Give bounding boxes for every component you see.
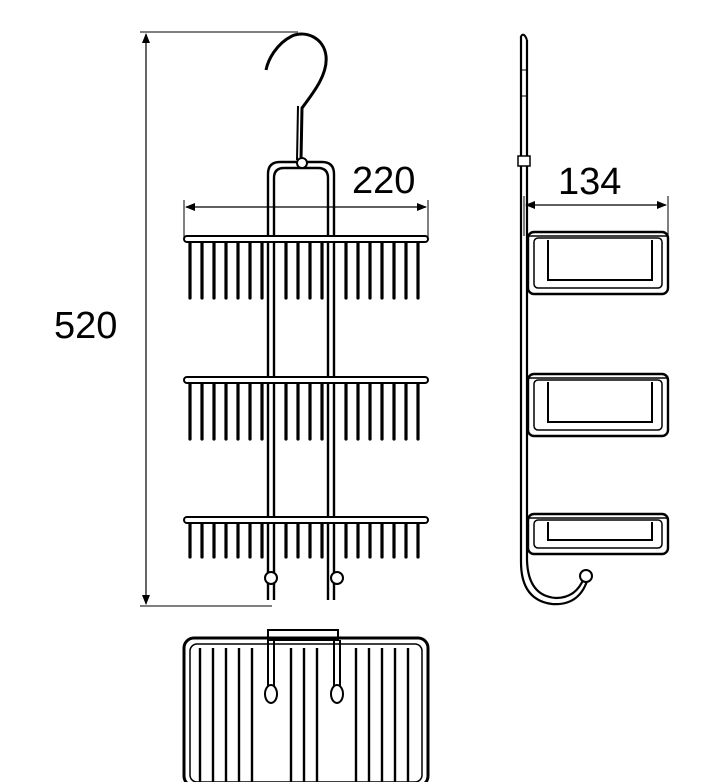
side-shelf: [526, 372, 670, 438]
height-dimension: 520: [54, 31, 298, 607]
depth-label: 134: [558, 161, 621, 203]
side-shelf: [526, 230, 670, 296]
front-shelf: [183, 516, 429, 559]
front-shelf: [183, 376, 429, 441]
side-post: [519, 36, 590, 606]
side-view: 134: [517, 33, 670, 606]
front-shelf: [183, 235, 429, 300]
front-bottom-hooks: [264, 571, 344, 585]
width-label: 220: [352, 160, 415, 202]
hanger-hook: [264, 32, 328, 161]
hanger-hook-inner: [296, 105, 299, 161]
frame-rods: [266, 157, 336, 600]
top-view-bars: [198, 648, 410, 782]
front-shelves: [183, 235, 429, 559]
depth-dimension: 134: [523, 161, 669, 236]
side-shelf: [526, 512, 670, 556]
height-label: 520: [54, 305, 117, 347]
width-dimension: 220: [183, 160, 429, 240]
front-view: 220: [183, 32, 429, 600]
side-shelves: [526, 230, 670, 556]
top-view: [182, 629, 430, 782]
